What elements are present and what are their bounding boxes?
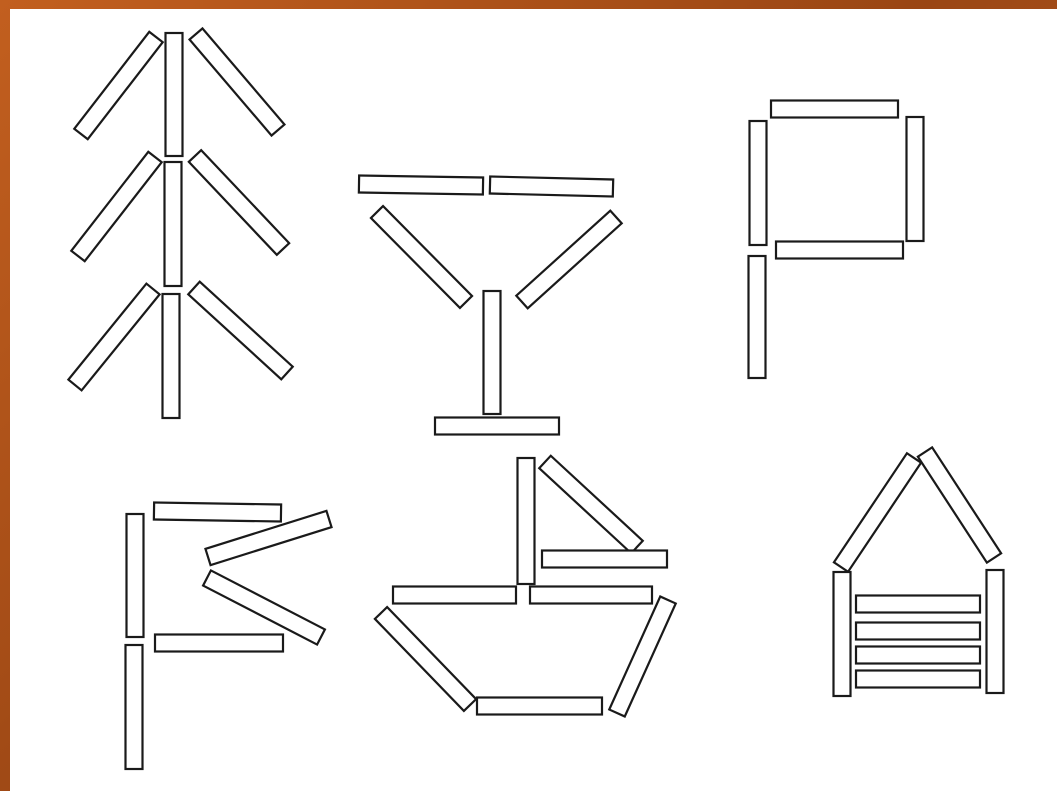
counting-stick [161,292,181,420]
counting-stick [124,643,144,771]
counting-stick [69,150,164,263]
counting-stick [72,30,165,141]
counting-stick [153,633,285,653]
counting-stick [985,568,1005,695]
counting-stick [607,595,678,718]
counting-stick [204,509,333,567]
counting-stick [905,115,925,243]
counting-stick [488,175,615,198]
counting-stick [540,549,669,569]
counting-stick [482,289,502,416]
counting-stick [163,160,183,288]
counting-stick [854,669,982,689]
counting-stick [357,174,485,196]
figure-letter-p [747,99,925,380]
counting-stick [747,254,767,380]
counting-stick [854,594,982,614]
counting-stick [164,31,184,158]
counting-stick [66,282,162,392]
figure-fir-tree [66,26,295,420]
counting-stick [528,585,654,605]
counting-stick [201,568,327,647]
counting-stick [854,621,982,641]
figure-house [832,445,1005,698]
counting-stick [433,416,561,436]
counting-stick [187,26,287,138]
counting-stick [537,454,645,555]
counting-stick [854,645,982,665]
counting-stick [769,99,900,119]
counting-stick [187,148,291,257]
counting-stick [774,240,905,260]
counting-stick [832,451,923,574]
figure-wine-glass [357,174,624,436]
counting-stick [475,696,604,716]
counting-stick [186,280,295,381]
counting-stick [916,445,1003,565]
counting-stick [832,570,852,698]
counting-stick [748,119,768,247]
counting-stick [369,204,474,310]
figure-letter-k [124,501,333,771]
counting-stick [516,456,536,586]
counting-stick [125,512,145,639]
counting-stick [514,209,624,310]
counting-stick [373,605,478,713]
counting-stick [152,501,283,523]
figure-sailboat [373,454,678,718]
counting-stick [391,585,518,605]
